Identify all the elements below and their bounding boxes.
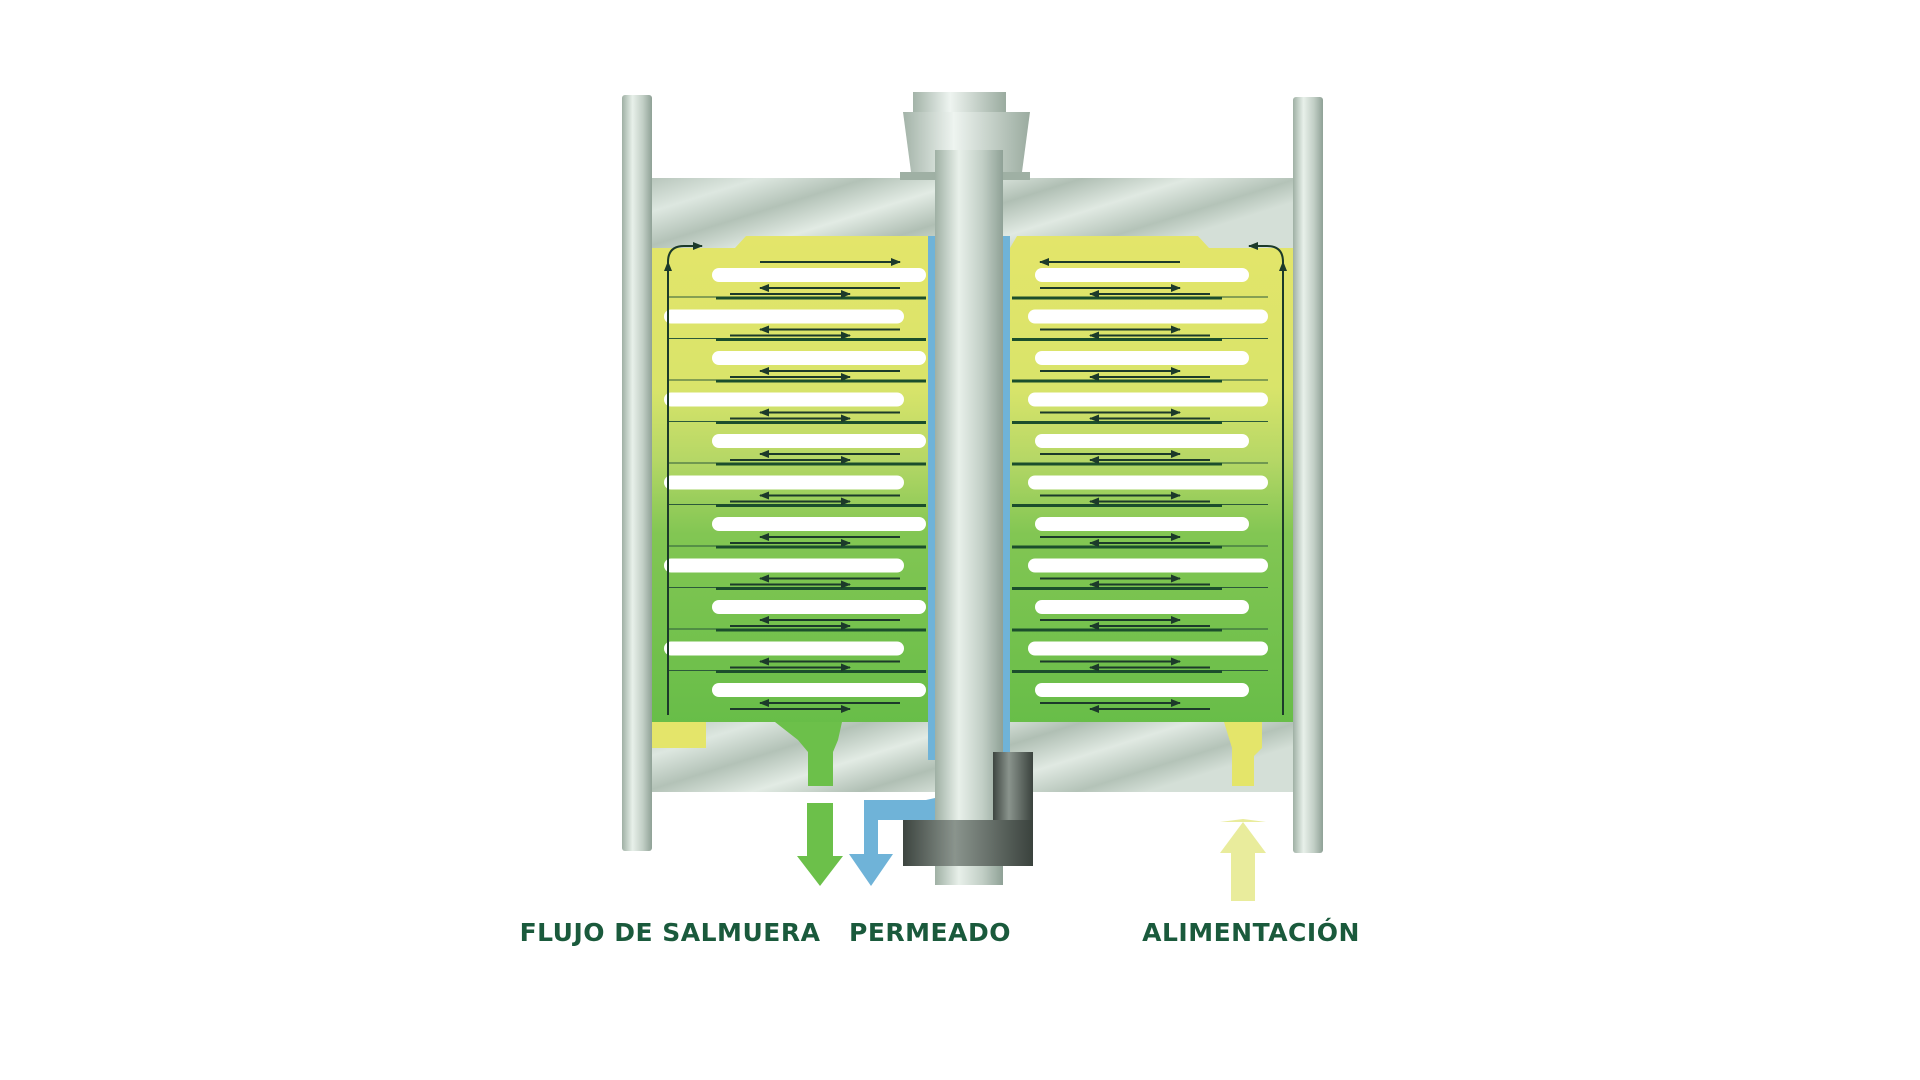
feed-label: ALIMENTACIÓN [1142,918,1360,947]
central-bolt [935,150,1003,885]
left-tie-rod [622,95,652,851]
plate-gap [1028,392,1268,407]
plate-gap [712,268,926,282]
right-plate-gaps [1028,268,1268,697]
plate-gap [664,641,904,656]
plate-gap [664,558,904,573]
feed-in-arrow-icon [1220,819,1266,901]
brine-flow-label: FLUJO DE SALMUERA [519,918,821,947]
plate-gap [1035,517,1249,531]
plate-gap [712,683,926,697]
plate-gap [664,392,904,407]
left-membrane-stack [652,236,928,748]
brine-out-arrow-icon [797,803,843,886]
plate-gap [1035,683,1249,697]
right-tie-rod [1293,97,1323,853]
plate-gap [1028,641,1268,656]
permeate-outlet-pipe [864,798,935,855]
feed-inlet-channel [1224,722,1262,786]
brine-outlet-channel [775,722,842,786]
right-membrane-stack [1010,236,1293,722]
left-flow-lines [664,242,926,715]
plate-gap [1035,434,1249,448]
plate-gap [1028,558,1268,573]
bottom-nut-icon [903,752,1033,866]
plate-gap [1035,268,1249,282]
plate-gap [1028,309,1268,324]
plate-gap [1035,351,1249,365]
plate-gap [664,309,904,324]
plate-gap [1028,475,1268,490]
plate-gap [712,351,926,365]
left-plate-gaps [664,268,926,697]
plate-gap [712,600,926,614]
permeate-label: PERMEADO [849,918,1011,947]
right-flow-lines [1012,242,1287,715]
permeate-out-arrow-icon [849,820,893,886]
plate-gap [1035,600,1249,614]
plate-gap [664,475,904,490]
plate-gap [712,517,926,531]
plate-gap [712,434,926,448]
